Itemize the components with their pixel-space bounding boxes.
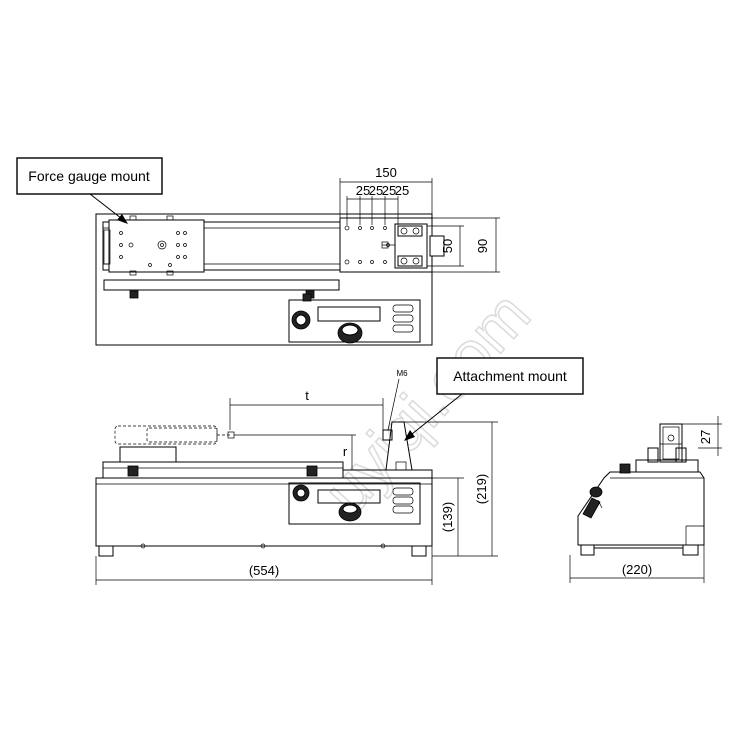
front-view-carriage — [119, 446, 177, 463]
dim-top-pitch-3: 25 — [382, 183, 396, 198]
side-view — [577, 423, 705, 556]
top-view-lower-rail — [103, 279, 340, 291]
side-view-dimensions: (220) 27 — [569, 416, 722, 583]
callout-force-gauge-label: Force gauge mount — [28, 168, 150, 184]
top-view-gauge-plate — [108, 219, 205, 273]
top-view-dimensions: 150 25 25 25 25 50 90 — [339, 165, 500, 273]
dim-front-height-body: (139) — [440, 502, 455, 532]
side-view-body — [577, 471, 705, 546]
callout-force-gauge-box — [16, 157, 163, 195]
callout-attachment-label: Attachment mount — [453, 368, 567, 384]
top-view — [95, 213, 445, 346]
callout-force-gauge: Force gauge mount — [16, 157, 163, 224]
dim-side-height-mount: 27 — [698, 430, 713, 444]
gauge-plate-holes — [119, 231, 187, 267]
front-view-foot-right — [411, 545, 427, 557]
callout-attachment: Attachment mount — [404, 357, 584, 441]
dim-top-pitch-2: 25 — [369, 183, 383, 198]
dim-top-height-inner: 50 — [440, 239, 455, 253]
front-view-foot-left — [98, 545, 114, 557]
side-view-top-mount — [635, 459, 699, 473]
top-view-base — [95, 213, 433, 346]
dim-thread-m6: M6 — [396, 369, 408, 378]
dim-front-height-total: (219) — [474, 474, 489, 504]
callout-attachment-box — [436, 357, 584, 395]
dim-top-width-total: 150 — [375, 165, 397, 180]
front-view-force-gauge — [114, 425, 218, 445]
top-view-display — [317, 306, 381, 322]
dim-top-pitch-1: 25 — [356, 183, 370, 198]
dim-front-length: (554) — [249, 563, 279, 578]
front-view — [95, 421, 433, 557]
dim-top-height-outer: 90 — [475, 239, 490, 253]
dim-offset-r: r — [343, 444, 348, 459]
front-view-dimensions: t r M6 (554) (139) (219) — [95, 369, 498, 585]
front-view-control-panel — [288, 482, 421, 525]
dim-stroke-t: t — [305, 388, 309, 403]
dim-top-pitch-4: 25 — [395, 183, 409, 198]
dim-side-width: (220) — [622, 562, 652, 577]
